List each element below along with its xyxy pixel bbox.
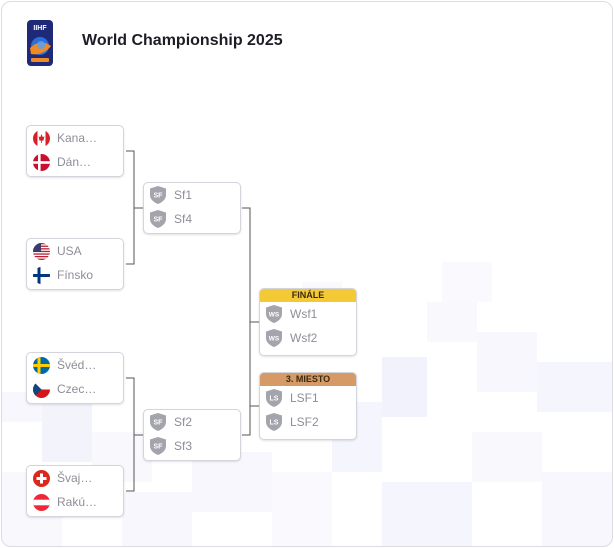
quarterfinal-match-3[interactable]: Švéd… Czec… bbox=[26, 352, 124, 404]
team-name: Sf1 bbox=[174, 188, 193, 202]
svg-text:IIHF: IIHF bbox=[33, 25, 47, 32]
ls-shield-icon: LS bbox=[266, 413, 282, 431]
team-row[interactable]: LS LSF2 bbox=[260, 410, 356, 434]
team-row[interactable]: Dán… bbox=[27, 150, 123, 174]
third-place-label: 3. MIESTO bbox=[260, 373, 356, 386]
team-row[interactable]: Švéd… bbox=[27, 353, 123, 377]
team-name: Sf2 bbox=[174, 415, 193, 429]
page-title: World Championship 2025 bbox=[82, 32, 283, 49]
team-name: Wsf1 bbox=[290, 307, 318, 321]
denmark-flag-icon bbox=[33, 153, 50, 171]
team-row[interactable]: WS Wsf1 bbox=[260, 302, 356, 326]
team-name: Sf3 bbox=[174, 439, 193, 453]
switzerland-flag-icon bbox=[33, 469, 50, 487]
header: IIHF World Championship 2025 bbox=[2, 2, 612, 82]
third-place-match[interactable]: 3. MIESTO LS LSF1 LS LSF2 bbox=[259, 372, 357, 440]
sweden-flag-icon bbox=[33, 356, 50, 374]
team-row[interactable]: WS Wsf2 bbox=[260, 326, 356, 350]
semifinal-match-2[interactable]: SF Sf2 SF Sf3 bbox=[143, 409, 241, 461]
team-row[interactable]: Fínsko bbox=[27, 263, 123, 287]
ws-shield-icon: WS bbox=[266, 305, 282, 323]
team-row[interactable]: Kana… bbox=[27, 126, 123, 150]
svg-text:SF: SF bbox=[154, 193, 164, 200]
sf-shield-icon: SF bbox=[150, 186, 166, 204]
svg-text:WS: WS bbox=[269, 312, 280, 319]
svg-text:SF: SF bbox=[154, 420, 164, 427]
team-name: LSF2 bbox=[290, 415, 319, 429]
svg-text:SF: SF bbox=[154, 217, 164, 224]
semifinal-match-1[interactable]: SF Sf1 SF Sf4 bbox=[143, 182, 241, 234]
team-row[interactable]: SF Sf4 bbox=[144, 207, 240, 231]
team-name: Rakú… bbox=[57, 495, 98, 509]
quarterfinal-match-2[interactable]: USA Fínsko bbox=[26, 238, 124, 290]
team-row[interactable]: LS LSF1 bbox=[260, 386, 356, 410]
sf-shield-icon: SF bbox=[150, 437, 166, 455]
team-name: USA bbox=[57, 244, 82, 258]
quarterfinal-match-1[interactable]: Kana… Dán… bbox=[26, 125, 124, 177]
iihf-logo-icon: IIHF bbox=[27, 20, 53, 66]
team-row[interactable]: SF Sf1 bbox=[144, 183, 240, 207]
final-label: FINÁLE bbox=[260, 289, 356, 302]
czech-flag-icon bbox=[33, 380, 50, 398]
team-row[interactable]: SF Sf3 bbox=[144, 434, 240, 458]
team-row[interactable]: Švaj… bbox=[27, 466, 123, 490]
team-name: Czec… bbox=[57, 382, 97, 396]
team-name: Švéd… bbox=[57, 358, 97, 372]
quarterfinal-match-4[interactable]: Švaj… Rakú… bbox=[26, 465, 124, 517]
team-name: Wsf2 bbox=[290, 331, 318, 345]
team-name: Švaj… bbox=[57, 471, 93, 485]
team-name: Dán… bbox=[57, 155, 92, 169]
team-row[interactable]: Czec… bbox=[27, 377, 123, 401]
team-row[interactable]: USA bbox=[27, 239, 123, 263]
svg-text:SF: SF bbox=[154, 444, 164, 451]
ls-shield-icon: LS bbox=[266, 389, 282, 407]
svg-text:WS: WS bbox=[269, 336, 280, 343]
final-match[interactable]: FINÁLE WS Wsf1 WS Wsf2 bbox=[259, 288, 357, 356]
canada-flag-icon bbox=[33, 129, 50, 147]
sf-shield-icon: SF bbox=[150, 413, 166, 431]
ws-shield-icon: WS bbox=[266, 329, 282, 347]
team-name: Sf4 bbox=[174, 212, 193, 226]
sf-shield-icon: SF bbox=[150, 210, 166, 228]
usa-flag-icon bbox=[33, 242, 50, 260]
team-row[interactable]: Rakú… bbox=[27, 490, 123, 514]
austria-flag-icon bbox=[33, 493, 50, 511]
svg-text:LS: LS bbox=[270, 396, 279, 403]
svg-text:LS: LS bbox=[270, 420, 279, 427]
finland-flag-icon bbox=[33, 266, 50, 284]
team-name: LSF1 bbox=[290, 391, 319, 405]
team-name: Fínsko bbox=[57, 268, 94, 282]
team-name: Kana… bbox=[57, 131, 98, 145]
team-row[interactable]: SF Sf2 bbox=[144, 410, 240, 434]
